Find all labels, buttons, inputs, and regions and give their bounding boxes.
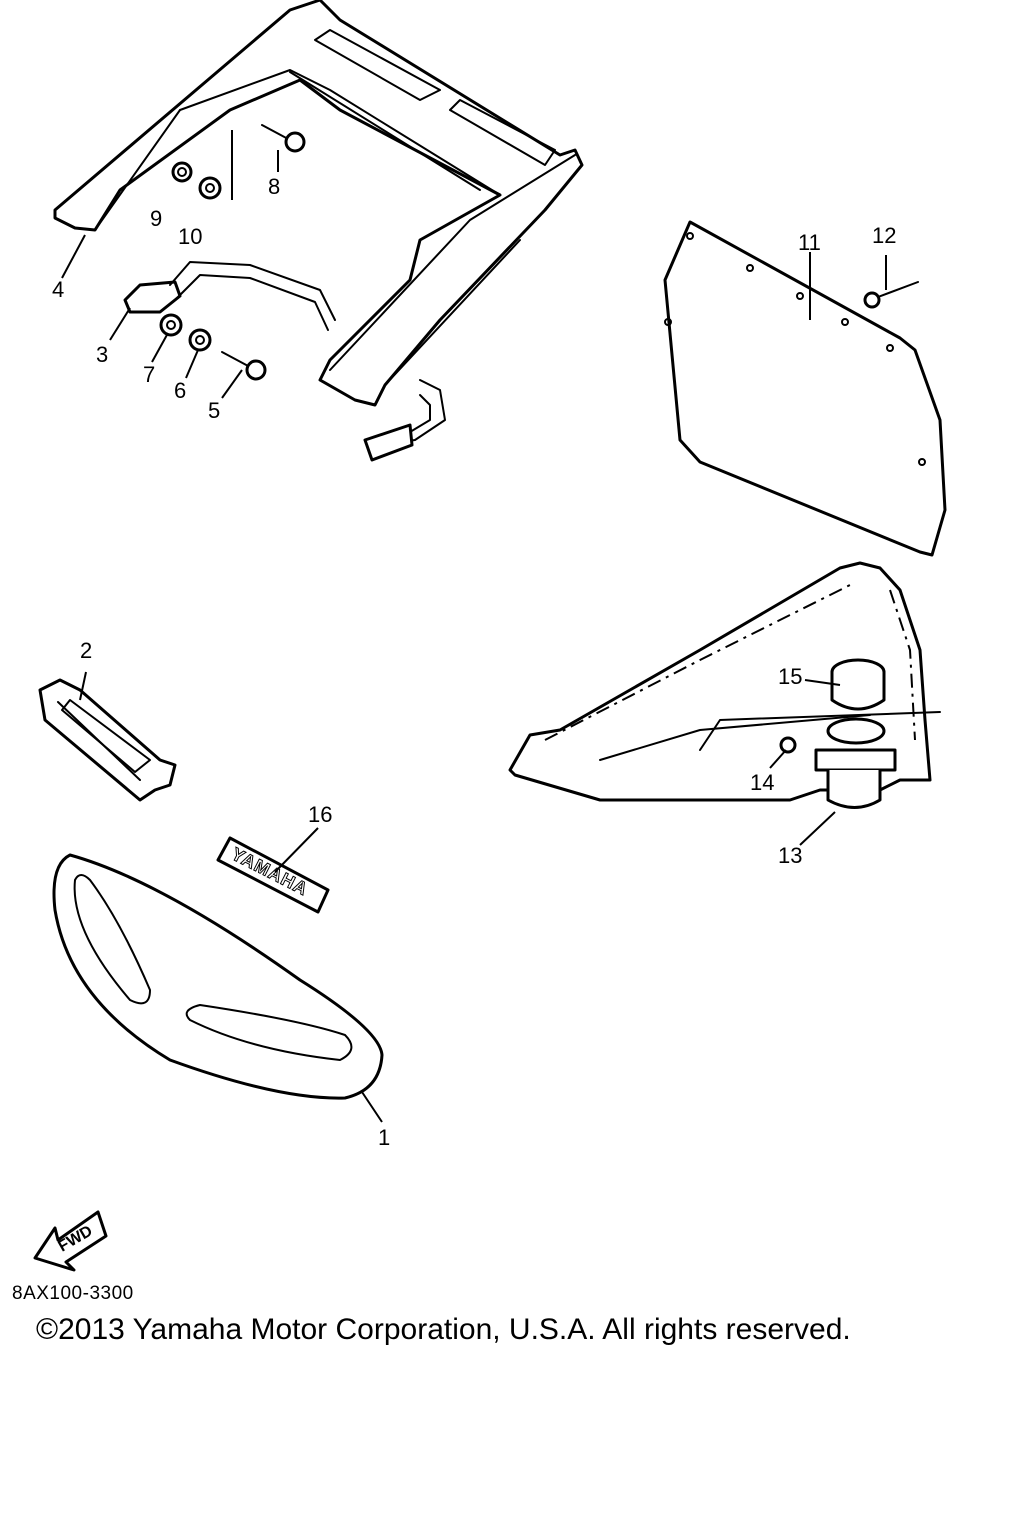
grab-handle-part xyxy=(123,261,446,462)
callout-16: 16 xyxy=(308,802,332,827)
callout-7: 7 xyxy=(143,362,155,387)
callout-2: 2 xyxy=(80,638,92,663)
housing-part-13 xyxy=(814,717,897,809)
panel-part xyxy=(663,220,947,557)
leader-14 xyxy=(769,749,787,769)
leader-5 xyxy=(221,369,243,399)
hardware-rivet-12 xyxy=(863,281,919,309)
callout-3: 3 xyxy=(96,342,108,367)
leader-7 xyxy=(151,332,169,363)
callout-12: 12 xyxy=(872,223,896,248)
callout-1: 1 xyxy=(378,1125,390,1150)
callout-11: 11 xyxy=(798,230,821,255)
leader-4 xyxy=(61,234,86,279)
hardware-washer-10 xyxy=(198,176,222,200)
leader-16 xyxy=(274,827,319,873)
callout-4: 4 xyxy=(52,277,64,302)
decal-part: YAMAHA xyxy=(216,836,330,914)
callout-14: 14 xyxy=(750,770,774,795)
diagram-code: 8AX100-3300 xyxy=(12,1283,134,1304)
callout-15: 15 xyxy=(778,664,802,689)
copyright-notice: ©2013 Yamaha Motor Corporation, U.S.A. A… xyxy=(36,1313,851,1346)
hardware-nut-6 xyxy=(188,328,212,352)
leader-15 xyxy=(804,679,841,686)
callout-13: 13 xyxy=(778,843,802,868)
hardware-clip-14 xyxy=(779,736,797,754)
hood-frame-part xyxy=(53,0,584,407)
fwd-arrow-icon: FWD xyxy=(33,1210,108,1272)
callout-6: 6 xyxy=(174,378,186,403)
callout-9: 9 xyxy=(150,206,162,231)
callout-10: 10 xyxy=(178,224,202,249)
hardware-washer-7 xyxy=(159,313,183,337)
leader-1 xyxy=(361,1091,383,1123)
duct-part xyxy=(38,678,177,802)
leader-2 xyxy=(79,671,87,701)
cap-part-15 xyxy=(830,658,886,711)
leader-6 xyxy=(185,349,199,379)
hardware-bolt-8 xyxy=(261,124,306,153)
side-cover-part xyxy=(508,561,941,802)
hardware-bolt-5 xyxy=(221,351,267,381)
hood-cover-part xyxy=(52,853,384,1100)
leader-13 xyxy=(799,811,836,846)
callout-5: 5 xyxy=(208,398,220,423)
callout-8: 8 xyxy=(268,174,280,199)
leader-3 xyxy=(109,307,131,341)
hardware-nut-9 xyxy=(171,161,193,183)
